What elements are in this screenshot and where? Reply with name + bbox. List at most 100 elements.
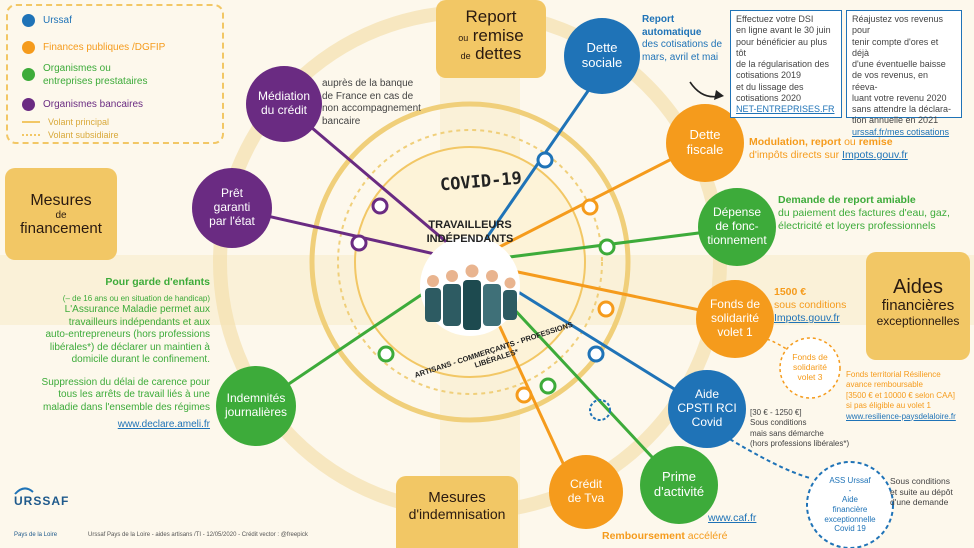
text-line: si pas éligible au volet 1	[846, 401, 931, 411]
bubble-line: du crédit	[260, 103, 308, 117]
tag-line: dettes	[475, 44, 522, 64]
text-line: mars, avril et mai	[642, 51, 719, 63]
text-line: [30 € - 1250 €]	[750, 408, 802, 417]
impots-link[interactable]: Impots.gouv.fr	[842, 149, 908, 162]
text-line: auprès de la banque	[322, 78, 414, 89]
text-line: 1500 €	[774, 286, 807, 298]
text-line: Effectuez votre DSI	[736, 14, 814, 24]
text-line: avance remboursable	[846, 380, 923, 390]
impots-link[interactable]: Impots.gouv.fr	[774, 312, 840, 325]
text-line: non accompagnement	[322, 103, 421, 114]
text-line: Sous conditions	[750, 418, 807, 428]
legend-label: Urssaf	[43, 15, 72, 26]
text-line: travailleurs indépendants et aux	[68, 316, 210, 328]
caf-link[interactable]: www.caf.fr	[708, 512, 757, 524]
legend-swatch	[22, 14, 35, 27]
tag-line: d'indemnisation	[408, 505, 506, 522]
center-title-line: INDÉPENDANTS	[426, 233, 514, 246]
tag-mesures-financement: Mesures de financement	[5, 168, 117, 260]
text-line: Réajustez vos revenus pour	[852, 14, 944, 36]
tag-line: financières	[881, 297, 955, 314]
bubble-line: volet 1	[717, 324, 753, 339]
bubble-line: tionnement	[707, 232, 767, 247]
text-line: (– de 16 ans ou en situation de handicap…	[62, 294, 210, 304]
text-line: automatique	[642, 26, 702, 38]
text-line: sous conditions	[774, 299, 847, 312]
tag-line: Mesures	[30, 192, 92, 209]
info-box-revenus: Réajustez vos revenus pour tenir compte …	[846, 10, 962, 137]
cpsti-conditions-text: [30 € - 1250 €] Sous conditions mais san…	[750, 408, 860, 450]
bubble-line: Dette	[586, 40, 618, 56]
text-line: L'Assurance Maladie permet aux	[64, 304, 210, 316]
modulation-text: Modulation, report ou remise d'impôts di…	[749, 136, 969, 162]
ameli-link[interactable]: www.declare.ameli.fr	[117, 419, 210, 431]
bubble-line: solidarité	[792, 362, 827, 373]
text-line: maladie dans l'ensemble des régimes	[43, 401, 210, 413]
urssaf-logo: URSSAF	[14, 487, 70, 508]
text-line: luant votre revenu 2020	[852, 92, 947, 103]
text-line: Demande de report amiable	[778, 194, 916, 206]
text-line: d'une demande	[890, 497, 949, 508]
tag-line: Report	[465, 7, 517, 26]
line-swatch	[22, 134, 40, 136]
bubble-line: sociale	[581, 55, 623, 70]
legend-swatch	[22, 68, 35, 81]
bubble-line: Prime	[662, 469, 696, 485]
fonds-amount-text: 1500 € sous conditions Impots.gouv.fr	[774, 286, 864, 325]
bubble-line: exceptionnelle	[824, 514, 876, 524]
text-line: domicile durant le confinement.	[71, 354, 210, 366]
text-line: [3500 € et 10000 € selon CAA]	[846, 390, 955, 400]
legend-item-urssaf: Urssaf	[22, 14, 72, 27]
logo-text: URSSAF	[14, 494, 70, 508]
text-line: du paiement des factures d'eau, gaz,	[778, 207, 950, 220]
text-line: accéléré	[684, 530, 728, 542]
text-line: cotisations 2019	[736, 70, 802, 81]
legend-label: Organismes bancaires	[43, 99, 144, 110]
text-line: mais sans démarche	[750, 428, 824, 438]
tag-aides-financieres: Aides financières exceptionnelles	[866, 252, 970, 360]
text-line: de France en cas de	[322, 90, 414, 102]
ass-conditions-text: Sous conditions et suite au dépôt d'une …	[890, 476, 974, 508]
tag-mesures-indemnisation: Mesures d'indemnisation	[396, 476, 518, 548]
bubble-line: Indemnités	[226, 391, 286, 406]
text-line: auto-entrepreneurs (hors professions	[45, 329, 210, 341]
text-line: sans attendre la déclara-	[852, 104, 952, 114]
text-line: remise	[858, 136, 893, 148]
legend-label: entreprises prestataires	[43, 76, 148, 87]
text-line: Remboursement	[602, 530, 685, 542]
text-line: et suite au dépôt	[890, 486, 953, 497]
resilience-link[interactable]: www.resilience-paysdelaloire.fr	[846, 411, 956, 421]
text-line: de vos revenus, en réeva-	[852, 70, 929, 92]
fonds-territorial-text: Fonds territorial Résilience avance remb…	[846, 370, 974, 422]
text-line: bancaire	[322, 115, 361, 127]
info-box-dsi: Effectuez votre DSI en ligne avant le 30…	[730, 10, 842, 118]
bubble-line: ASS Urssaf	[829, 476, 871, 486]
remboursement-text: Remboursement accéléré	[602, 530, 727, 543]
text-line: tion annuelle en 2021	[852, 115, 939, 126]
urssaf-cotisations-link[interactable]: urssaf.fr/mes cotisations	[852, 126, 950, 137]
report-automatique-text: Report automatique des cotisations de ma…	[642, 14, 732, 64]
tag-line: exceptionnelles	[876, 313, 960, 328]
tag-line: remise	[472, 25, 524, 45]
legend-label: Finances publiques /DGFIP	[43, 42, 166, 53]
bubble-line: CPSTI RCI	[677, 401, 737, 416]
legend-item-banques: Organismes bancaires	[22, 98, 143, 111]
bubble-line: solidarité	[710, 311, 759, 326]
legend-swatch	[22, 41, 35, 54]
text-line: tous les arrêts de travail liés à une	[58, 389, 210, 401]
center-title-line: TRAVAILLEURS	[428, 219, 512, 231]
net-entreprises-link[interactable]: NET-ENTREPRISES.FR	[736, 104, 835, 114]
text-line: d'impôts directs sur	[749, 149, 843, 162]
legend-label: Volant principal	[48, 117, 110, 127]
bubble-line: financière	[832, 505, 868, 514]
